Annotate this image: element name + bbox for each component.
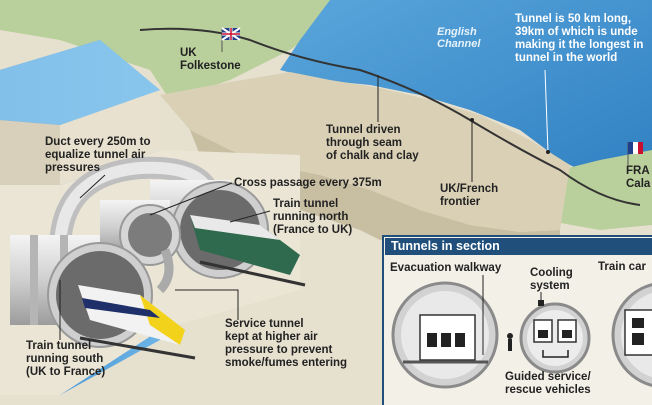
train-north-label: Train tunnel running north (France to UK… [273, 198, 353, 236]
cooling-system-label: Cooling system [530, 267, 573, 292]
cross-passage-label: Cross passage every 375m [234, 177, 382, 189]
train-south-label: Train tunnel running south (UK to France… [26, 340, 106, 378]
tunnel-length-pointer [544, 69, 549, 153]
guided-vehicles-label: Guided service/ rescue vehicles [505, 371, 591, 396]
english-channel-sea [280, 0, 652, 190]
service-tunnel-label: Service tunnel kept at higher air pressu… [225, 318, 348, 369]
english-channel-label: English Channel [437, 26, 481, 50]
tunnel-driven-label: Tunnel driven through seam of chalk and … [326, 124, 419, 162]
person-icon [507, 333, 513, 351]
evacuation-walkway-label: Evacuation walkway [390, 262, 502, 274]
train-car-label: Train car [598, 261, 646, 273]
france-land [555, 150, 652, 230]
south-train-tunnel [10, 235, 196, 360]
chalk-stratum [160, 72, 570, 232]
france-calais-label: FRA Cala [626, 165, 651, 190]
section-train-tunnel-left [391, 275, 499, 389]
uk-land [0, 0, 360, 100]
uk-flag-icon [221, 27, 241, 52]
uk-folkestone-label: UK Folkestone [180, 47, 241, 72]
duct-label: Duct every 250m to equalize tunnel air p… [45, 136, 151, 174]
section-panel-title: Tunnels in section [385, 238, 652, 255]
section-train-tunnel-right [611, 283, 652, 387]
uk-french-frontier-label: UK/French frontier [440, 183, 499, 208]
france-flag-icon [627, 142, 643, 165]
section-service-tunnel [519, 292, 591, 374]
north-train-tunnel [150, 180, 306, 287]
tunnel-length-label: Tunnel is 50 km long, 39km of which is u… [515, 13, 644, 64]
